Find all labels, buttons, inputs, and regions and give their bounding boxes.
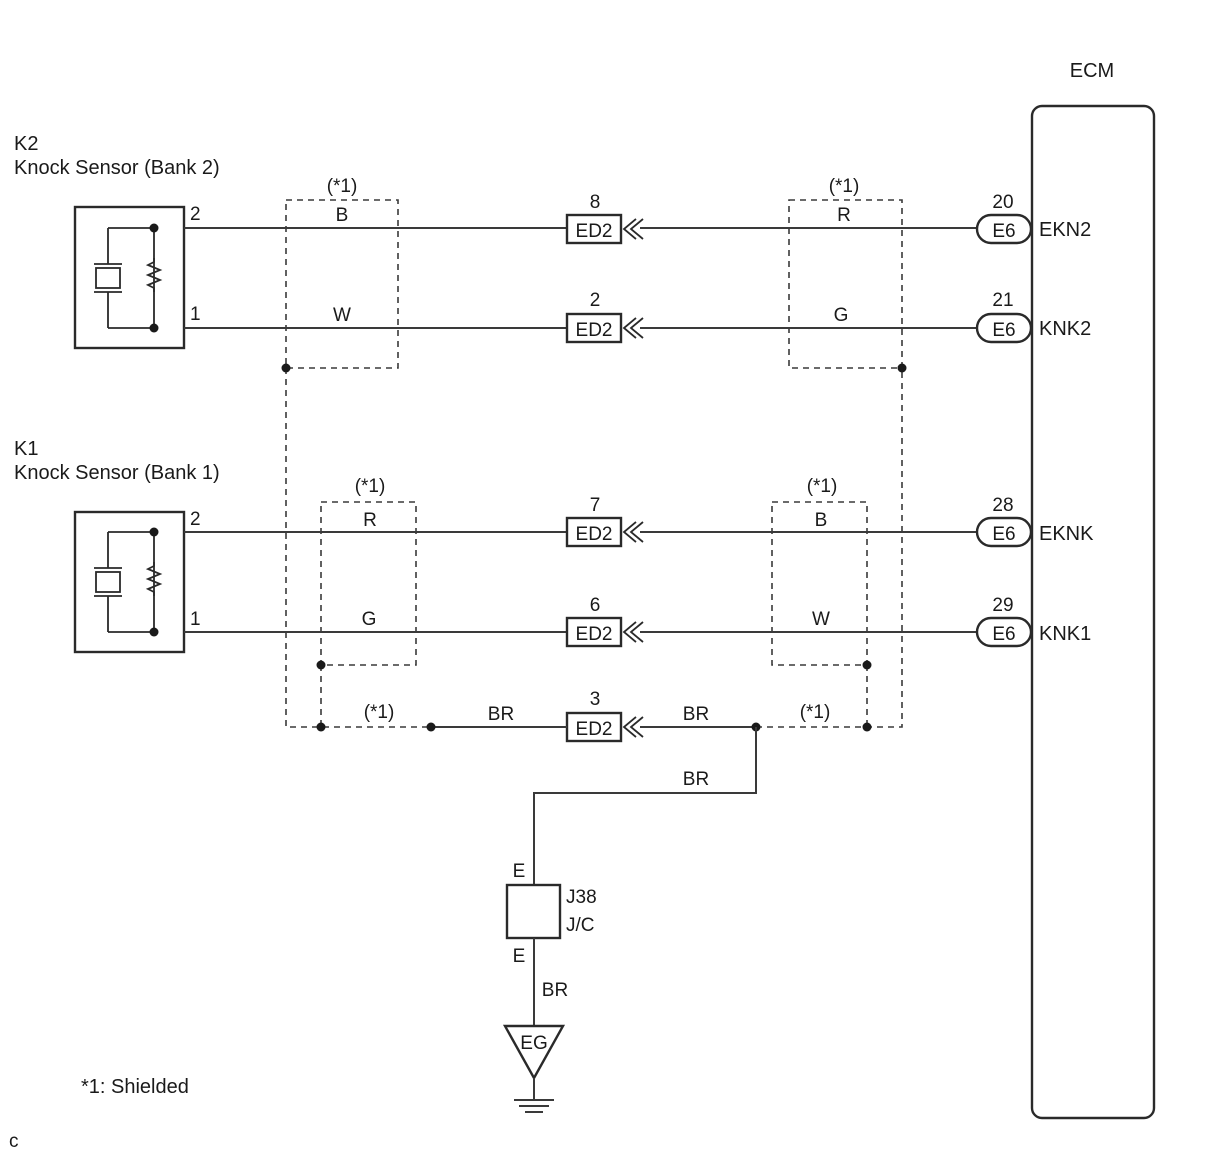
e6-connector-label: E6 [992,624,1015,645]
ecm-terminal: KNK2 [1039,318,1091,340]
ed2-pin-number: 6 [590,595,601,616]
ground-symbol-icon: EG [502,1024,566,1113]
wire-color-left: B [336,205,349,226]
shielding: (*1) (*1) (*1) (*1) (*1) (*1) [281,176,907,732]
ed2-connector-label: ED2 [576,624,613,645]
shield-label: (*1) [327,176,358,197]
ecm-terminal: EKN2 [1039,219,1091,241]
ecm-terminal: KNK1 [1039,623,1091,645]
ed2-pin-number: 7 [590,495,601,516]
e6-pin-number: 20 [992,192,1013,213]
e6-connector-label: E6 [992,524,1015,545]
junction-connector-j38: E E J38 J/C [505,861,597,967]
k1-id: K1 [14,438,38,460]
junction-name: J38 [566,887,597,908]
wire-color-right: B [815,510,828,531]
ed2-connector-label: ED2 [576,320,613,341]
ed2-connector-label: ED2 [576,719,613,740]
ground-wire-color: BR [683,769,709,790]
shield-k1-left [320,501,417,666]
shield-label: (*1) [829,176,860,197]
knock-sensor-bank-2: K2 Knock Sensor (Bank 2) 2 1 [14,133,220,350]
ground-circuit: BR BR BR E E J38 J/C BR EG [426,704,761,1113]
ecm-title: ECM [1070,60,1114,82]
k2-name: Knock Sensor (Bank 2) [14,157,220,179]
shield-drain-left [285,368,431,728]
corner-mark: c [9,1131,19,1152]
e6-connector-label: E6 [992,221,1015,242]
shield-label: (*1) [355,476,386,497]
ed2-pin-number: 3 [590,689,601,710]
k2-id: K2 [14,133,38,155]
ed2-pin-number: 2 [590,290,601,311]
k1-pin-1: 1 [190,609,201,630]
ed2-connector-label: ED2 [576,524,613,545]
e6-pin-number: 29 [992,595,1013,616]
wire-color-right: R [837,205,851,226]
footnote: *1: Shielded [81,1076,189,1098]
shield-k2-right [788,199,903,369]
ground-label: EG [520,1033,547,1054]
shield-label: (*1) [807,476,838,497]
e6-pin-number: 21 [992,290,1013,311]
shield-k1-right [771,501,868,666]
ground-wire-color: BR [542,980,568,1001]
signal-wires: B R W G R B G W [184,205,977,633]
ecm-terminal: EKNK [1039,523,1094,545]
wire-color-right: W [812,609,830,630]
knock-sensor-bank-1: K1 Knock Sensor (Bank 1) 2 1 [14,438,220,654]
wire-color-left: G [362,609,377,630]
wire-color-left: R [363,510,377,531]
shield-k2-left [285,199,399,369]
ed2-connectors: 8 ED2 2 ED2 7 ED2 6 ED2 3 ED2 [565,192,644,743]
shield-label: (*1) [800,702,831,723]
wire-color-right: G [834,305,849,326]
k2-pin-2: 2 [190,204,201,225]
e6-connectors: 20 E6 EKN2 21 E6 KNK2 28 E6 EKNK 29 E6 K… [975,192,1094,648]
k1-name: Knock Sensor (Bank 1) [14,462,220,484]
e6-pin-number: 28 [992,495,1013,516]
ed2-connector-label: ED2 [576,221,613,242]
e6-connector-label: E6 [992,320,1015,341]
shield-label: (*1) [364,702,395,723]
ecm-unit: ECM [1030,60,1156,1120]
ground-wire-color: BR [683,704,709,725]
junction-type: J/C [566,915,595,936]
k2-pin-1: 1 [190,304,201,325]
junction-pin: E [513,861,526,882]
ed2-pin-number: 8 [590,192,601,213]
junction-pin: E [513,946,526,967]
ground-wire-color: BR [488,704,514,725]
shield-drain-right [756,368,903,728]
k1-pin-2: 2 [190,509,201,530]
wire-color-left: W [333,305,351,326]
